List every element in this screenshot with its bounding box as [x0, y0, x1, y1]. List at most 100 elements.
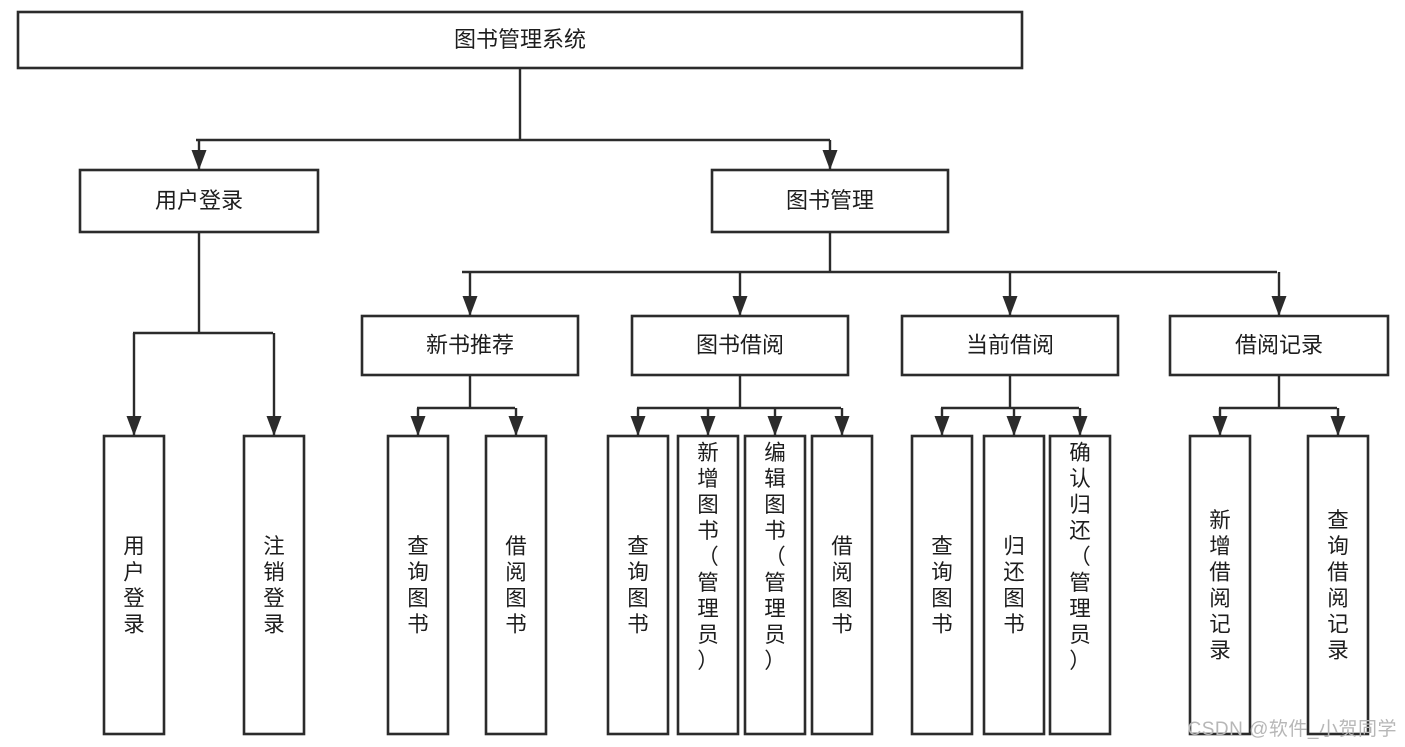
node-box-leaf-add-record[interactable] [1188, 434, 1252, 736]
node-label-leaf-edit-book: 编辑图书（管理员） [764, 441, 786, 673]
connector-bus-new-book [417, 375, 515, 410]
node-box-leaf-add-book[interactable] [676, 434, 740, 736]
arrow-head-icon [462, 296, 478, 316]
edge-book-manage-to-book-borrow [732, 272, 748, 316]
node-label-leaf-return-book: 归还图书 [1003, 534, 1025, 636]
arrow-head-icon [1330, 416, 1346, 436]
node-leaf-confirm-return[interactable]: 确认归还（管理员） [1048, 434, 1112, 736]
node-leaf-query-book-1[interactable]: 查询图书 [386, 434, 450, 736]
node-box-leaf-edit-book[interactable] [743, 434, 807, 736]
edge-root-to-user-login [191, 140, 207, 170]
node-label-borrow-record: 借阅记录 [1235, 332, 1323, 357]
node-new-book-recommend[interactable]: 新书推荐 [360, 314, 580, 377]
edge-user-login-to-leaf-user-logout [266, 333, 282, 436]
node-label-leaf-query-book-1: 查询图书 [407, 534, 429, 636]
nodes-layer: 图书管理系统用户登录图书管理新书推荐图书借阅当前借阅借阅记录用户登录注销登录查询… [16, 10, 1390, 736]
node-label-leaf-borrow-book-1: 借阅图书 [505, 534, 527, 636]
arrow-head-icon [126, 416, 142, 436]
node-label-leaf-borrow-book-2: 借阅图书 [831, 534, 853, 636]
node-box-current-borrow[interactable] [900, 314, 1120, 377]
arrow-head-icon [1212, 416, 1228, 436]
arrow-head-icon [700, 416, 716, 436]
node-book-borrow[interactable]: 图书借阅 [630, 314, 850, 377]
node-box-leaf-query-record[interactable] [1306, 434, 1370, 736]
arrow-head-icon [266, 416, 282, 436]
node-label-new-book-recommend: 新书推荐 [426, 332, 514, 357]
connector-bus-borrow-record [1219, 375, 1337, 410]
arrow-head-icon [732, 296, 748, 316]
node-leaf-return-book[interactable]: 归还图书 [982, 434, 1046, 736]
node-leaf-borrow-book-2[interactable]: 借阅图书 [810, 434, 874, 736]
node-box-borrow-record[interactable] [1168, 314, 1390, 377]
node-box-leaf-return-book[interactable] [982, 434, 1046, 736]
node-user-login[interactable]: 用户登录 [78, 168, 320, 234]
node-label-user-login: 用户登录 [155, 188, 243, 213]
node-label-leaf-confirm-return: 确认归还（管理员） [1069, 441, 1091, 673]
arrow-head-icon [410, 416, 426, 436]
node-leaf-borrow-book-1[interactable]: 借阅图书 [484, 434, 548, 736]
node-box-leaf-borrow-book-1[interactable] [484, 434, 548, 736]
node-leaf-query-record[interactable]: 查询借阅记录 [1306, 434, 1370, 736]
node-box-leaf-query-book-2[interactable] [606, 434, 670, 736]
connectors-layer [126, 68, 1346, 436]
edge-book-borrow-to-leaf-edit-book [767, 408, 783, 436]
node-box-leaf-query-book-1[interactable] [386, 434, 450, 736]
node-box-book-manage[interactable] [710, 168, 950, 234]
connector-bus-current-borrow [941, 375, 1079, 410]
arrow-head-icon [1002, 296, 1018, 316]
edge-book-manage-to-borrow-record [1271, 272, 1287, 316]
connector-bus-book-manage [462, 232, 1277, 274]
node-borrow-record[interactable]: 借阅记录 [1168, 314, 1390, 377]
node-label-current-borrow: 当前借阅 [966, 332, 1054, 357]
node-leaf-add-book[interactable]: 新增图书（管理员） [676, 434, 740, 736]
node-box-leaf-query-book-3[interactable] [910, 434, 974, 736]
node-leaf-add-record[interactable]: 新增借阅记录 [1188, 434, 1252, 736]
node-label-book-manage: 图书管理 [786, 188, 874, 213]
node-box-leaf-user-login[interactable] [102, 434, 166, 736]
edge-user-login-to-leaf-user-login [126, 333, 142, 436]
node-leaf-query-book-3[interactable]: 查询图书 [910, 434, 974, 736]
node-root[interactable]: 图书管理系统 [16, 10, 1024, 70]
node-leaf-user-logout[interactable]: 注销登录 [242, 434, 306, 736]
node-label-root: 图书管理系统 [454, 27, 586, 52]
node-leaf-edit-book[interactable]: 编辑图书（管理员） [743, 434, 807, 736]
node-label-leaf-query-record: 查询借阅记录 [1327, 508, 1349, 662]
arrow-head-icon [834, 416, 850, 436]
arrow-head-icon [767, 416, 783, 436]
arrow-head-icon [191, 150, 207, 170]
node-box-leaf-user-logout[interactable] [242, 434, 306, 736]
edge-borrow-record-to-leaf-add-record [1212, 408, 1228, 436]
arrow-head-icon [630, 416, 646, 436]
arrow-head-icon [1006, 416, 1022, 436]
node-leaf-query-book-2[interactable]: 查询图书 [606, 434, 670, 736]
edge-new-book-recommend-to-leaf-query-book-1 [410, 408, 426, 436]
node-label-leaf-user-logout: 注销登录 [263, 534, 285, 636]
arrow-head-icon [1271, 296, 1287, 316]
node-box-book-borrow[interactable] [630, 314, 850, 377]
node-current-borrow[interactable]: 当前借阅 [900, 314, 1120, 377]
node-box-leaf-borrow-book-2[interactable] [810, 434, 874, 736]
node-box-user-login[interactable] [78, 168, 320, 234]
edge-book-borrow-to-leaf-query-book-2 [630, 408, 646, 436]
node-label-leaf-add-record: 新增借阅记录 [1209, 508, 1231, 662]
node-box-new-book-recommend[interactable] [360, 314, 580, 377]
edge-borrow-record-to-leaf-query-record [1330, 408, 1346, 436]
node-leaf-user-login[interactable]: 用户登录 [102, 434, 166, 736]
arrow-head-icon [1072, 416, 1088, 436]
edge-book-borrow-to-leaf-add-book [700, 408, 716, 436]
edge-current-borrow-to-leaf-query-book-3 [934, 408, 950, 436]
edge-current-borrow-to-leaf-return-book [1006, 408, 1022, 436]
connector-bus-root [196, 68, 830, 142]
arrow-head-icon [508, 416, 524, 436]
node-book-manage[interactable]: 图书管理 [710, 168, 950, 234]
arrow-head-icon [934, 416, 950, 436]
edge-book-manage-to-current-borrow [1002, 272, 1018, 316]
edge-root-to-book-manage [822, 140, 838, 170]
node-label-leaf-query-book-2: 查询图书 [627, 534, 649, 636]
node-box-root[interactable] [16, 10, 1024, 70]
node-box-leaf-confirm-return[interactable] [1048, 434, 1112, 736]
edge-current-borrow-to-leaf-confirm-return [1072, 408, 1088, 436]
connector-bus-user-login [133, 232, 273, 335]
